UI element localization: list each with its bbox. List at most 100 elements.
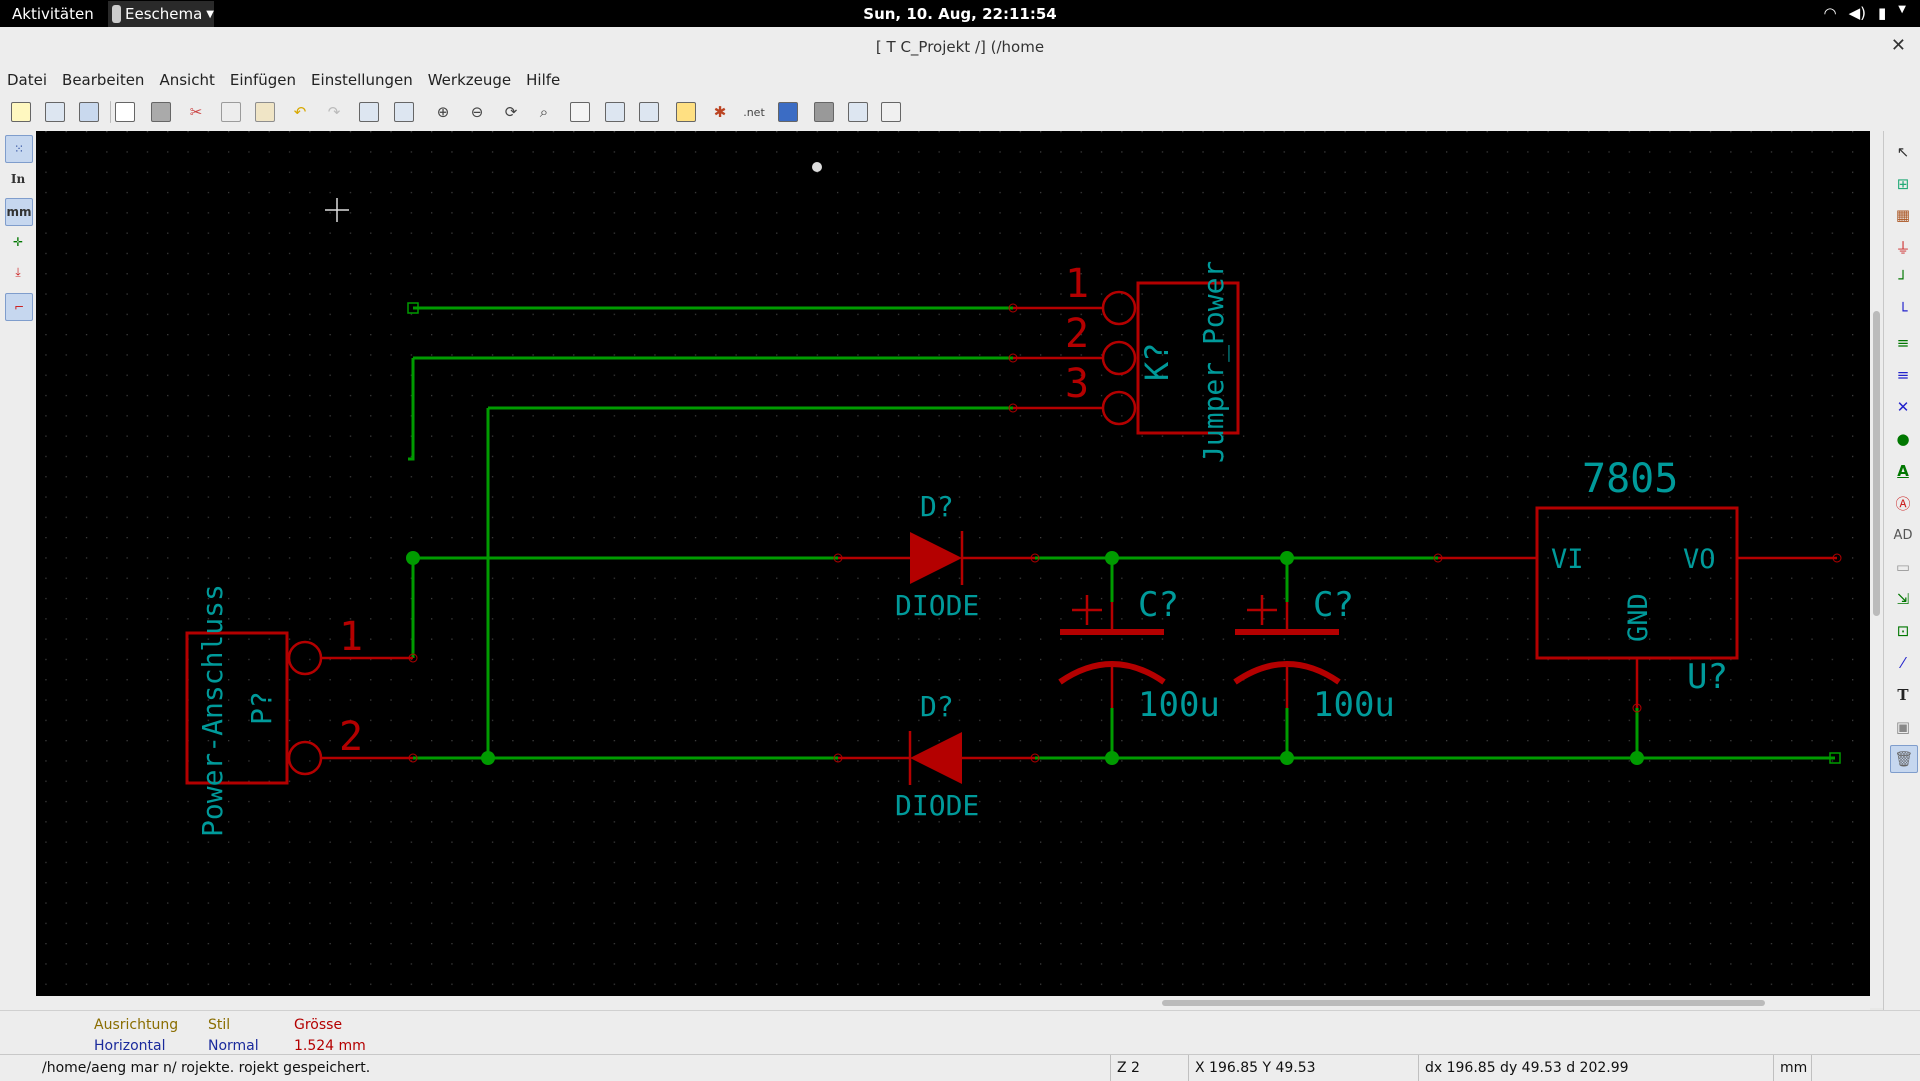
new-sheet-icon bbox=[11, 102, 31, 122]
copy-button[interactable] bbox=[218, 99, 244, 125]
place-image-button[interactable]: ▣ bbox=[1890, 714, 1916, 740]
place-net-label-button[interactable]: A bbox=[1890, 458, 1916, 484]
zoom-fit-button[interactable]: ⌕ bbox=[531, 99, 557, 125]
horizontal-scrollbar[interactable] bbox=[36, 996, 1870, 1010]
component-capacitor-1[interactable]: C? 100u bbox=[1058, 585, 1220, 725]
wire-angle-icon: ⌐ bbox=[13, 300, 25, 314]
window-title: [ T C_Projekt /] (/home bbox=[875, 38, 1045, 56]
pcbnew-button[interactable] bbox=[845, 99, 871, 125]
app-menu-button[interactable]: Eeschema ▼ bbox=[108, 1, 214, 27]
menu-datei[interactable]: Datei bbox=[7, 71, 48, 89]
zoom-out-button[interactable]: ⊖ bbox=[464, 99, 490, 125]
message-panel: Ausrichtung Horizontal Stil Normal Gröss… bbox=[0, 1010, 1920, 1055]
page-settings-button[interactable] bbox=[112, 99, 138, 125]
menu-einstellungen[interactable]: Einstellungen bbox=[311, 71, 413, 89]
place-hier-sheet-button[interactable]: ▭ bbox=[1890, 554, 1916, 580]
jumper-body bbox=[1136, 281, 1240, 435]
cursor-shape-toggle[interactable]: ✛ bbox=[5, 229, 31, 255]
style-label: Stil bbox=[208, 1017, 231, 1033]
grid-icon: ⁙ bbox=[13, 142, 25, 156]
component-diode-bottom[interactable]: D? DIODE bbox=[833, 690, 1040, 822]
print-button[interactable] bbox=[148, 99, 174, 125]
global-label-icon: Ⓐ bbox=[1895, 494, 1911, 513]
redo-button[interactable]: ↷ bbox=[321, 99, 347, 125]
vertical-scrollbar[interactable] bbox=[1870, 131, 1883, 1008]
leave-sheet-button[interactable] bbox=[602, 99, 628, 125]
bus-to-bus-entry-button[interactable]: ≡ bbox=[1890, 362, 1916, 388]
place-junction-button[interactable]: ● bbox=[1890, 426, 1916, 452]
back-annotate-button[interactable] bbox=[878, 99, 904, 125]
menu-bearbeiten[interactable]: Bearbeiten bbox=[62, 71, 145, 89]
scrollbar-thumb[interactable] bbox=[1162, 1000, 1765, 1006]
place-sheet-pin-button[interactable]: ⊡ bbox=[1890, 618, 1916, 644]
place-bus-button[interactable]: └ bbox=[1890, 298, 1916, 324]
place-hier-label-button[interactable]: AD bbox=[1890, 522, 1916, 548]
menu-werkzeuge[interactable]: Werkzeuge bbox=[427, 71, 512, 89]
hierarchy-navigator-button[interactable] bbox=[567, 99, 593, 125]
units-inch-toggle[interactable]: In bbox=[5, 166, 31, 192]
system-top-bar: Aktivitäten Eeschema ▼ Sun, 10. Aug, 22:… bbox=[0, 0, 1920, 27]
show-grid-toggle[interactable]: ⁙ bbox=[5, 135, 33, 163]
cvpcb-button[interactable] bbox=[811, 99, 837, 125]
save-button[interactable] bbox=[76, 99, 102, 125]
clock[interactable]: Sun, 10. Aug, 22:11:54 bbox=[863, 5, 1057, 23]
place-power-button[interactable]: ⏚ bbox=[1890, 234, 1916, 260]
component-jumper[interactable]: 1 2 3 K? Jumper_Power bbox=[1008, 261, 1240, 463]
redo-icon: ↷ bbox=[327, 103, 341, 121]
erc-button[interactable]: ✱ bbox=[707, 99, 733, 125]
units-inch-label: In bbox=[10, 172, 26, 186]
chevron-down-icon: ▼ bbox=[206, 8, 214, 20]
place-component-button[interactable]: ▦ bbox=[1890, 202, 1916, 228]
unconnected-wire-end bbox=[1829, 752, 1841, 764]
show-hidden-pins-toggle[interactable]: ⤓ bbox=[5, 259, 31, 285]
component-power-connector[interactable]: 1 2 P? Power-Anschluss bbox=[185, 584, 418, 837]
status-cursor-coords: X 196.85 Y 49.53 bbox=[1188, 1055, 1418, 1081]
cursor-icon: ✛ bbox=[12, 235, 24, 249]
menu-hilfe[interactable]: Hilfe bbox=[526, 71, 561, 89]
annotate-button[interactable] bbox=[673, 99, 699, 125]
trash-icon: 🗑 bbox=[1894, 750, 1914, 768]
undo-button[interactable]: ↶ bbox=[287, 99, 313, 125]
refresh-icon: ⟳ bbox=[504, 103, 518, 121]
menu-einfuegen[interactable]: Einfügen bbox=[229, 71, 297, 89]
library-browser-button[interactable] bbox=[636, 99, 662, 125]
highlight-net-button[interactable]: ⊞ bbox=[1890, 171, 1916, 197]
undo-icon: ↶ bbox=[293, 103, 307, 121]
close-icon[interactable]: ✕ bbox=[1890, 35, 1906, 56]
place-text-button[interactable]: T bbox=[1890, 682, 1916, 708]
new-schematic-button[interactable] bbox=[8, 99, 34, 125]
menu-ansicht[interactable]: Ansicht bbox=[159, 71, 215, 89]
diode-symbol bbox=[910, 532, 962, 584]
scrollbar-thumb[interactable] bbox=[1873, 311, 1880, 616]
place-graphic-line-button[interactable]: ⁄ bbox=[1890, 650, 1916, 676]
find-button[interactable] bbox=[356, 99, 382, 125]
regulator-pin-vo: VO bbox=[1683, 544, 1716, 575]
wire-angle-toggle[interactable]: ⌐ bbox=[5, 293, 33, 321]
system-tray[interactable]: ◠ ◀) ▮ ▼ bbox=[1824, 4, 1906, 22]
activities-button[interactable]: Aktivitäten bbox=[12, 5, 94, 23]
cut-button[interactable]: ✂ bbox=[183, 99, 209, 125]
redraw-button[interactable]: ⟳ bbox=[498, 99, 524, 125]
units-mm-toggle[interactable]: mm bbox=[5, 198, 33, 226]
bom-button[interactable] bbox=[775, 99, 801, 125]
toolbar-separator bbox=[110, 101, 111, 123]
component-capacitor-2[interactable]: C? 100u bbox=[1233, 585, 1395, 725]
delete-tool-button[interactable]: 🗑 bbox=[1890, 745, 1918, 773]
open-schematic-button[interactable] bbox=[42, 99, 68, 125]
netlist-button[interactable]: .net bbox=[741, 99, 767, 125]
wire-to-bus-entry-button[interactable]: ≡ bbox=[1890, 330, 1916, 356]
place-global-label-button[interactable]: Ⓐ bbox=[1890, 490, 1916, 516]
place-wire-button[interactable]: ┘ bbox=[1890, 266, 1916, 292]
connector-body bbox=[185, 631, 289, 785]
component-diode-top[interactable]: D? DIODE bbox=[833, 490, 1040, 622]
component-regulator-7805[interactable]: 7805 VI VO GND U? bbox=[1433, 456, 1842, 713]
select-tool-button[interactable]: ↖ bbox=[1890, 139, 1916, 165]
paste-button[interactable] bbox=[252, 99, 278, 125]
chevron-down-icon: ▼ bbox=[1898, 4, 1906, 15]
find-replace-button[interactable] bbox=[391, 99, 417, 125]
zoom-in-button[interactable]: ⊕ bbox=[430, 99, 456, 125]
no-connect-button[interactable]: ✕ bbox=[1890, 394, 1916, 420]
schematic-canvas[interactable]: 1 2 3 K? Jumper_Power 1 2 P? Power-Ansch… bbox=[36, 131, 1870, 996]
import-hier-pin-button[interactable]: ⇲ bbox=[1890, 586, 1916, 612]
no-connect-icon: ✕ bbox=[1896, 398, 1910, 416]
